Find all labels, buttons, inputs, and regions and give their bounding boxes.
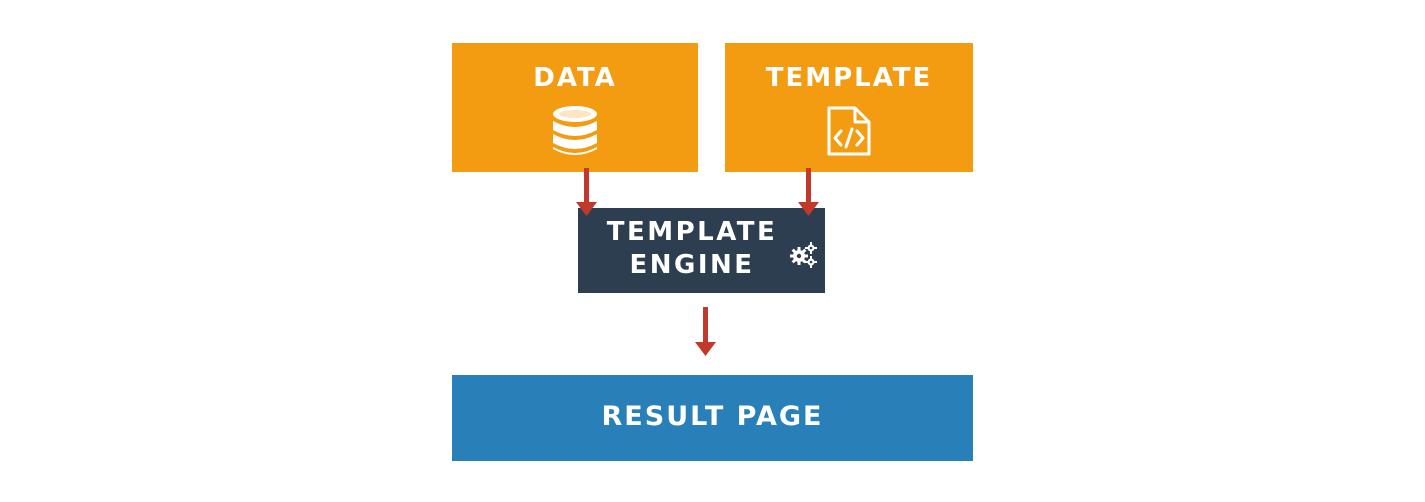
gears-icon [790, 242, 818, 272]
data-label: DATA [533, 63, 617, 93]
template-label: TEMPLATE [765, 63, 933, 93]
database-icon [551, 105, 599, 161]
result-page-box: RESULT PAGE [452, 375, 973, 461]
arrow-data-to-engine [576, 168, 597, 216]
template-engine-box: TEMPLATE ENGINE [578, 208, 825, 293]
data-box: DATA [452, 43, 698, 172]
template-box: TEMPLATE [725, 43, 973, 172]
engine-label-line2: ENGINE [629, 250, 755, 280]
arrow-template-to-engine [798, 168, 819, 216]
arrow-engine-to-result [695, 307, 716, 356]
engine-label-line1: TEMPLATE [606, 217, 778, 247]
result-page-label: RESULT PAGE [601, 401, 824, 432]
code-file-icon [825, 105, 873, 161]
